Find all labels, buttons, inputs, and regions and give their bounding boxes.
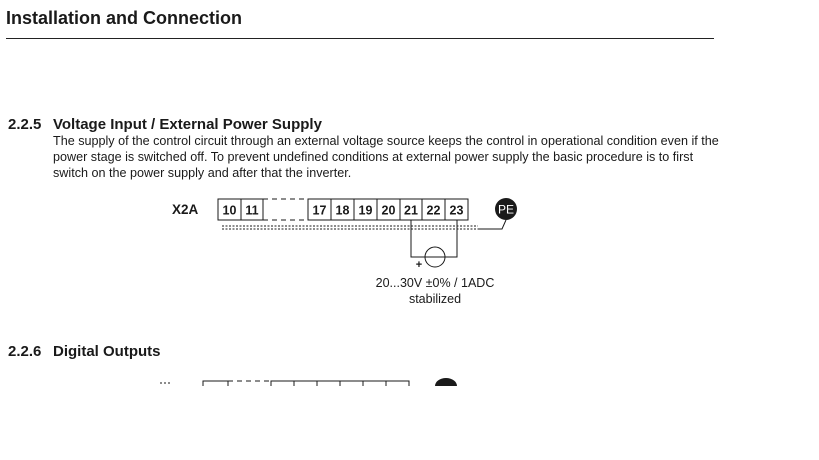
terminal-20-label: 20	[382, 204, 396, 218]
section-number: 2.2.5	[8, 116, 42, 133]
terminal-17-label: 17	[313, 204, 327, 218]
pe-label: PE	[498, 203, 514, 217]
pe-terminal	[495, 198, 517, 220]
terminal-19-label: 19	[359, 204, 373, 218]
page-header-title: Installation and Connection	[6, 8, 243, 28]
terminal-18-label: 18	[336, 204, 350, 218]
terminal-block-right	[307, 198, 469, 221]
section-heading-digital-outputs: 2.2.6 Digital Outputs	[8, 343, 161, 360]
terminal-21-label: 21	[404, 204, 418, 218]
connector-label: X2A	[172, 202, 199, 217]
next-terminal-block-left	[202, 380, 229, 386]
section-title: Voltage Input / External Power Supply	[53, 116, 322, 133]
pe-wire	[478, 219, 507, 230]
terminal-23-label: 23	[450, 204, 464, 218]
next-pe-terminal-fragment	[435, 378, 457, 386]
source-polarity-plus: +	[416, 259, 422, 271]
terminal-10-label: 10	[223, 204, 237, 218]
section-title: Digital Outputs	[53, 343, 161, 360]
supply-wire-positive	[410, 220, 425, 258]
terminal-11-label: 11	[245, 204, 258, 218]
supply-wire-negative	[445, 220, 458, 258]
terminal-22-label: 22	[427, 204, 441, 218]
section-body-text: The supply of the control circuit throug…	[53, 134, 719, 180]
supply-spec-label: 20...30V ±0% / 1ADC	[376, 276, 495, 290]
section-number: 2.2.6	[8, 343, 42, 360]
supply-note-label: stabilized	[409, 292, 461, 306]
section-heading-voltage-input: 2.2.5 Voltage Input / External Power Supp…	[8, 116, 322, 133]
header-divider	[6, 38, 714, 39]
